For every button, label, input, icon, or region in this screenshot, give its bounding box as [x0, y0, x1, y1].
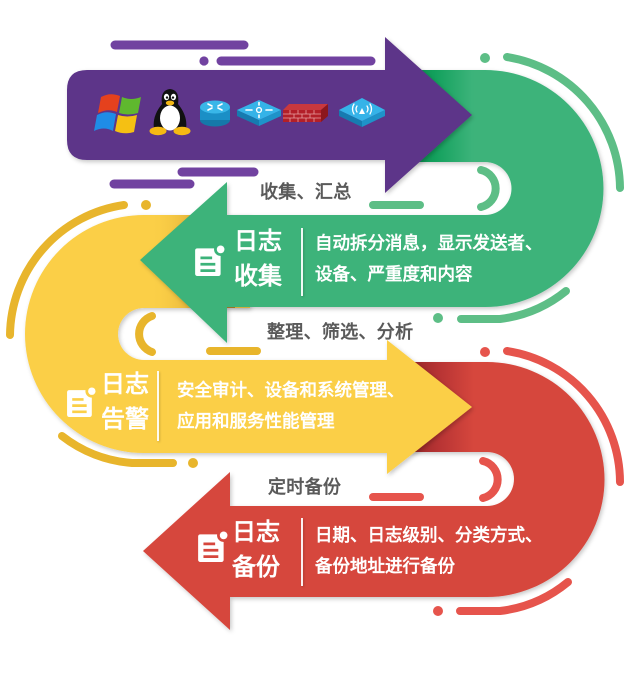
connector-label-collect-summarize: 收集、汇总 [260, 182, 352, 203]
source-decor-lines [109, 40, 376, 189]
collect-desc-line-1: 自动拆分消息，显示发送者、 [315, 234, 543, 254]
firewall-icon [283, 104, 328, 122]
alert-divider [157, 371, 159, 441]
collect-stage-shape [140, 70, 604, 343]
backup-divider [301, 518, 303, 586]
backup-decor-dot [433, 606, 443, 616]
alert-stage-title: 日志 告警 [101, 367, 149, 437]
backup-stage-title: 日志 备份 [232, 515, 280, 585]
backup-desc-line-1: 日期、日志级别、分类方式、 [315, 526, 543, 546]
alert-title-line-2: 告警 [101, 405, 149, 433]
connector-label-scheduled-backup: 定时备份 [268, 477, 342, 498]
collect-title-line-2: 收集 [234, 262, 282, 290]
collect-decor-dot [480, 53, 490, 63]
router-icon [200, 100, 230, 127]
wireless-ap-icon [339, 98, 385, 127]
backup-decor-lines [369, 347, 624, 615]
collect-desc-line-2: 设备、严重度和内容 [315, 265, 473, 285]
linux-tux-icon [149, 89, 191, 136]
alert-desc-line-2: 应用和服务性能管理 [177, 412, 335, 432]
alert-desc-line-1: 安全审计、设备和系统管理、 [177, 381, 405, 401]
collect-title-line-1: 日志 [234, 227, 282, 255]
alert-decor-dot [141, 200, 151, 210]
alert-decor-dot [188, 458, 198, 468]
collect-divider [301, 228, 303, 296]
collect-decor-lines [369, 53, 624, 323]
collect-decor-dot [433, 313, 443, 323]
alert-stage-description: 安全审计、设备和系统管理、 应用和服务性能管理 [177, 376, 405, 438]
backup-desc-line-2: 备份地址进行备份 [315, 557, 455, 577]
alert-stage-shape [25, 215, 472, 474]
source-decor-dot [199, 56, 209, 66]
backup-title-line-1: 日志 [232, 518, 280, 546]
backup-stage-description: 日期、日志级别、分类方式、 备份地址进行备份 [315, 521, 543, 583]
windows-logo-icon [94, 94, 141, 134]
backup-title-line-2: 备份 [232, 553, 280, 581]
alert-title-line-1: 日志 [101, 370, 149, 398]
collect-stage-title: 日志 收集 [234, 224, 282, 294]
switch-icon [237, 100, 281, 126]
backup-stage-shape [143, 362, 605, 630]
backup-decor-dot [480, 347, 490, 357]
alert-decor-lines [6, 201, 261, 467]
collect-stage-description: 自动拆分消息，显示发送者、 设备、严重度和内容 [315, 229, 543, 291]
connector-label-organize-filter-analyze: 整理、筛选、分析 [267, 322, 414, 343]
